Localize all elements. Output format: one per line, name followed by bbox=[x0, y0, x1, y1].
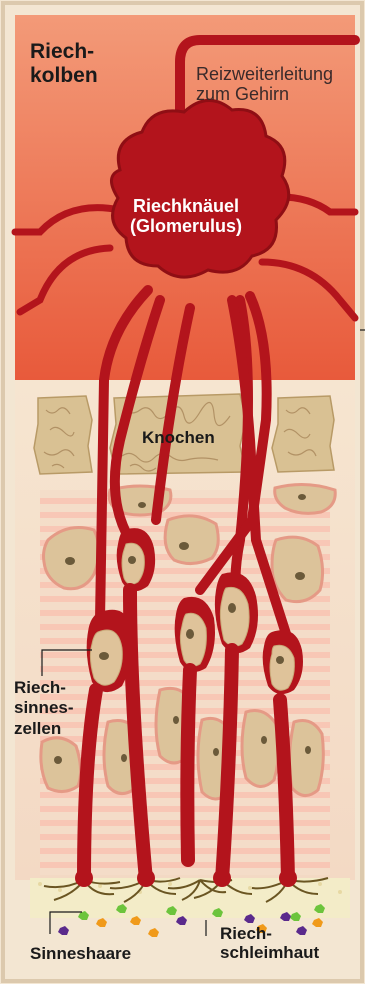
glomerulus-line-2: (Glomerulus) bbox=[110, 216, 262, 236]
cells-line-2: sinnes- bbox=[14, 698, 74, 718]
bulb-line-2: kolben bbox=[30, 64, 98, 88]
cells-line-1: Riech- bbox=[14, 678, 74, 698]
label-sensory-hairs: Sinneshaare bbox=[30, 944, 131, 963]
glomerulus-line-1: Riechknäuel bbox=[110, 196, 262, 216]
label-bone: Knochen bbox=[142, 428, 215, 447]
mucosa-line-2: schleimhaut bbox=[220, 943, 319, 962]
label-receptor-cells: Riech- sinnes- zellen bbox=[14, 678, 74, 739]
mucosa-line-1: Riech- bbox=[220, 924, 319, 943]
signal-line-2: zum Gehirn bbox=[196, 84, 333, 104]
bulb-line-1: Riech- bbox=[30, 40, 98, 64]
label-signal-transmission: Reizweiterleitung zum Gehirn bbox=[196, 64, 333, 104]
cells-line-3: zellen bbox=[14, 719, 74, 739]
label-olfactory-bulb: Riech- kolben bbox=[30, 40, 98, 87]
signal-line-1: Reizweiterleitung bbox=[196, 64, 333, 84]
label-olfactory-mucosa: Riech- schleimhaut bbox=[220, 924, 319, 962]
label-glomerulus: Riechknäuel (Glomerulus) bbox=[110, 196, 262, 236]
